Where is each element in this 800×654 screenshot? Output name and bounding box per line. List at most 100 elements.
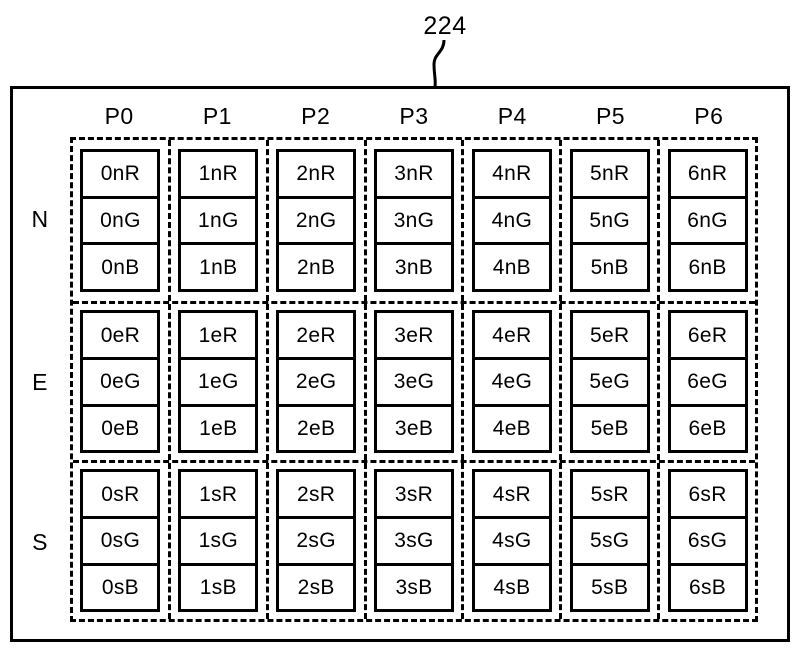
subpixel-r: 1sR — [181, 472, 256, 520]
subpixel-b: 2sB — [297, 576, 335, 600]
subpixel-g: 6eG — [670, 360, 745, 407]
subpixel-g: 0sG — [83, 519, 158, 566]
subpixel-b: 2nB — [297, 255, 336, 279]
subpixel-g: 2nG — [279, 199, 354, 246]
subpixel-g: 3eG — [377, 360, 451, 407]
pixel-box: 2eR 2eG 2eB — [276, 310, 357, 454]
subpixel-b: 4eB — [492, 417, 531, 441]
column-header-p6: P6 — [694, 103, 724, 129]
subpixel-b: 6nB — [688, 255, 727, 279]
pixel-box: 4nR 4nG 4nB — [471, 148, 552, 292]
grid-cell-s-p1: 1sR 1sG 1sB — [171, 462, 269, 620]
grid-cell-e-p1: 1eR 1eG 1eB — [171, 303, 269, 460]
grid-cell-e-p4: 4eR 4eG 4eB — [464, 303, 563, 460]
subpixel-g: 4sG — [474, 519, 549, 566]
subpixel-b: 5nB — [590, 255, 629, 279]
pixel-box: 4sR 4sG 4sB — [471, 469, 552, 613]
grid-cell-e-p6: 6eR 6eG 6eB — [660, 304, 755, 460]
pixel-box: 3nR 3nG 3nB — [374, 148, 454, 292]
grid-cell-s-p4: 4sR 4sG 4sB — [464, 462, 563, 620]
subpixel-r: 4sR — [474, 472, 549, 520]
grid-cell-n-p3: 3nR 3nG 3nB — [367, 140, 465, 301]
subpixel-r: 5nR — [572, 152, 647, 199]
grid-row-n: 0nR 0nG 0nB 1nR 1nG 1nB 2nR 2nG 2nB — [73, 140, 755, 304]
pixel-box: 0nR 0nG 0nB — [80, 148, 161, 292]
subpixel-b: 4sB — [493, 576, 531, 600]
subpixel-b: 1nB — [199, 255, 238, 279]
pixel-box: 2nR 2nG 2nB — [276, 148, 357, 292]
subpixel-g: 4nG — [474, 199, 549, 246]
subpixel-b: 6eB — [688, 417, 727, 441]
pixel-box: 4eR 4eG 4eB — [471, 310, 552, 454]
pixel-box: 6sR 6sG 6sB — [667, 469, 748, 613]
subpixel-b: 1eB — [199, 417, 238, 441]
subpixel-g: 1nG — [181, 199, 256, 246]
pixel-box: 0eR 0eG 0eB — [80, 310, 161, 454]
subpixel-g: 1sG — [181, 519, 256, 566]
curved-leader-line-icon — [432, 39, 446, 89]
pixel-box: 3sR 3sG 3sB — [374, 469, 454, 613]
grid-cell-e-p2: 2eR 2eG 2eB — [269, 303, 367, 460]
subpixel-g: 1eG — [181, 360, 256, 407]
subpixel-g: 0eG — [83, 360, 158, 407]
pixel-box: 3eR 3eG 3eB — [374, 310, 454, 454]
subpixel-g: 4eG — [474, 360, 549, 407]
subpixel-r: 4nR — [474, 152, 549, 199]
figure-reference-numeral: 224 — [423, 12, 467, 40]
subpixel-r: 0sR — [83, 472, 158, 520]
subpixel-g: 6sG — [670, 519, 745, 566]
subpixel-b: 3sB — [395, 576, 433, 600]
row-label-column: N E S — [14, 137, 66, 622]
subpixel-b: 3eB — [394, 417, 434, 441]
pixel-grid: 0nR 0nG 0nB 1nR 1nG 1nB 2nR 2nG 2nB — [70, 137, 758, 622]
subpixel-r: 3eR — [377, 313, 451, 361]
column-header-p0: P0 — [104, 103, 134, 129]
subpixel-b: 3nB — [394, 255, 434, 279]
pixel-box: 1eR 1eG 1eB — [178, 310, 259, 454]
pixel-box: 5sR 5sG 5sB — [569, 469, 650, 613]
column-header-p3: P3 — [399, 103, 429, 129]
subpixel-r: 0eR — [83, 313, 158, 361]
grid-cell-n-p5: 5nR 5nG 5nB — [562, 140, 661, 301]
column-header-p2: P2 — [301, 103, 331, 129]
grid-cell-e-p0: 0eR 0eG 0eB — [73, 303, 171, 460]
grid-row-e: 0eR 0eG 0eB 1eR 1eG 1eB 2eR 2eG 2eB — [73, 303, 755, 463]
grid-cell-s-p0: 0sR 0sG 0sB — [73, 462, 171, 620]
pixel-box: 1nR 1nG 1nB — [178, 148, 259, 292]
pixel-box: 1sR 1sG 1sB — [178, 469, 259, 613]
grid-row-s: 0sR 0sG 0sB 1sR 1sG 1sB 2sR 2sG 2sB — [73, 462, 755, 620]
pixel-box: 6nR 6nG 6nB — [667, 148, 748, 292]
column-header-p1: P1 — [202, 103, 232, 129]
subpixel-b: 4nB — [492, 255, 531, 279]
subpixel-r: 2eR — [279, 313, 354, 361]
row-label-e: E — [32, 368, 48, 395]
subpixel-b: 5sB — [591, 576, 629, 600]
grid-cell-s-p6: 6sR 6sG 6sB — [660, 463, 755, 619]
subpixel-g: 2sG — [279, 519, 354, 566]
subpixel-g: 5eG — [572, 360, 647, 407]
pixel-box: 5eR 5eG 5eB — [569, 310, 650, 454]
pixel-box: 5nR 5nG 5nB — [569, 148, 650, 292]
grid-cell-n-p6: 6nR 6nG 6nB — [660, 140, 755, 301]
column-header-p4: P4 — [497, 103, 527, 129]
subpixel-g: 5nG — [572, 199, 647, 246]
subpixel-b: 2eB — [297, 417, 336, 441]
subpixel-r: 2sR — [279, 472, 354, 520]
subpixel-r: 2nR — [279, 152, 354, 199]
subpixel-r: 1eR — [181, 313, 256, 361]
subpixel-b: 5eB — [590, 417, 629, 441]
subpixel-r: 6eR — [670, 313, 745, 361]
grid-cell-n-p4: 4nR 4nG 4nB — [464, 140, 563, 301]
subpixel-g: 2eG — [279, 360, 354, 407]
grid-cell-n-p0: 0nR 0nG 0nB — [73, 140, 171, 301]
subpixel-b: 6sB — [689, 576, 727, 600]
subpixel-r: 5eR — [572, 313, 647, 361]
subpixel-r: 5sR — [572, 472, 647, 520]
pixel-box: 0sR 0sG 0sB — [80, 469, 161, 613]
subpixel-g: 6nG — [670, 199, 745, 246]
row-label-s: S — [32, 528, 48, 555]
column-header-p5: P5 — [595, 103, 626, 129]
subpixel-b: 0nB — [101, 255, 140, 279]
subpixel-b: 0sB — [101, 576, 139, 600]
